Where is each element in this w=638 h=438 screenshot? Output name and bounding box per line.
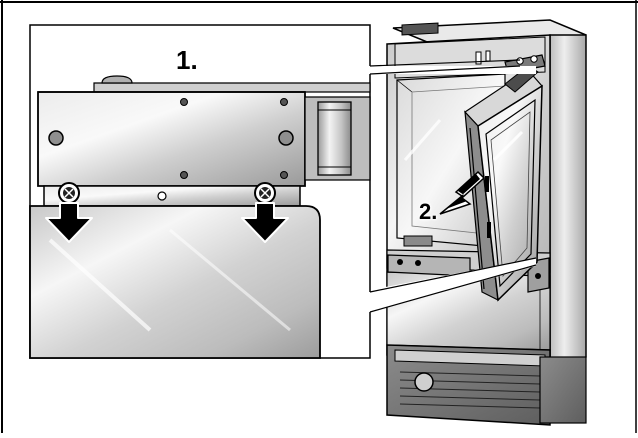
screw-removal-arrow-left — [45, 202, 93, 243]
door-removal-arrow — [439, 170, 486, 215]
step-2-label: 2. — [419, 199, 438, 224]
hinge-screw-right — [254, 182, 276, 204]
hinge-detail-inset — [29, 24, 537, 359]
screw-removal-arrow-right — [241, 202, 289, 243]
kick-plate-knob — [414, 372, 434, 392]
hinge-screw-left — [58, 182, 80, 204]
refrigerator-door — [464, 65, 543, 302]
step-1-label: 1. — [176, 45, 198, 75]
